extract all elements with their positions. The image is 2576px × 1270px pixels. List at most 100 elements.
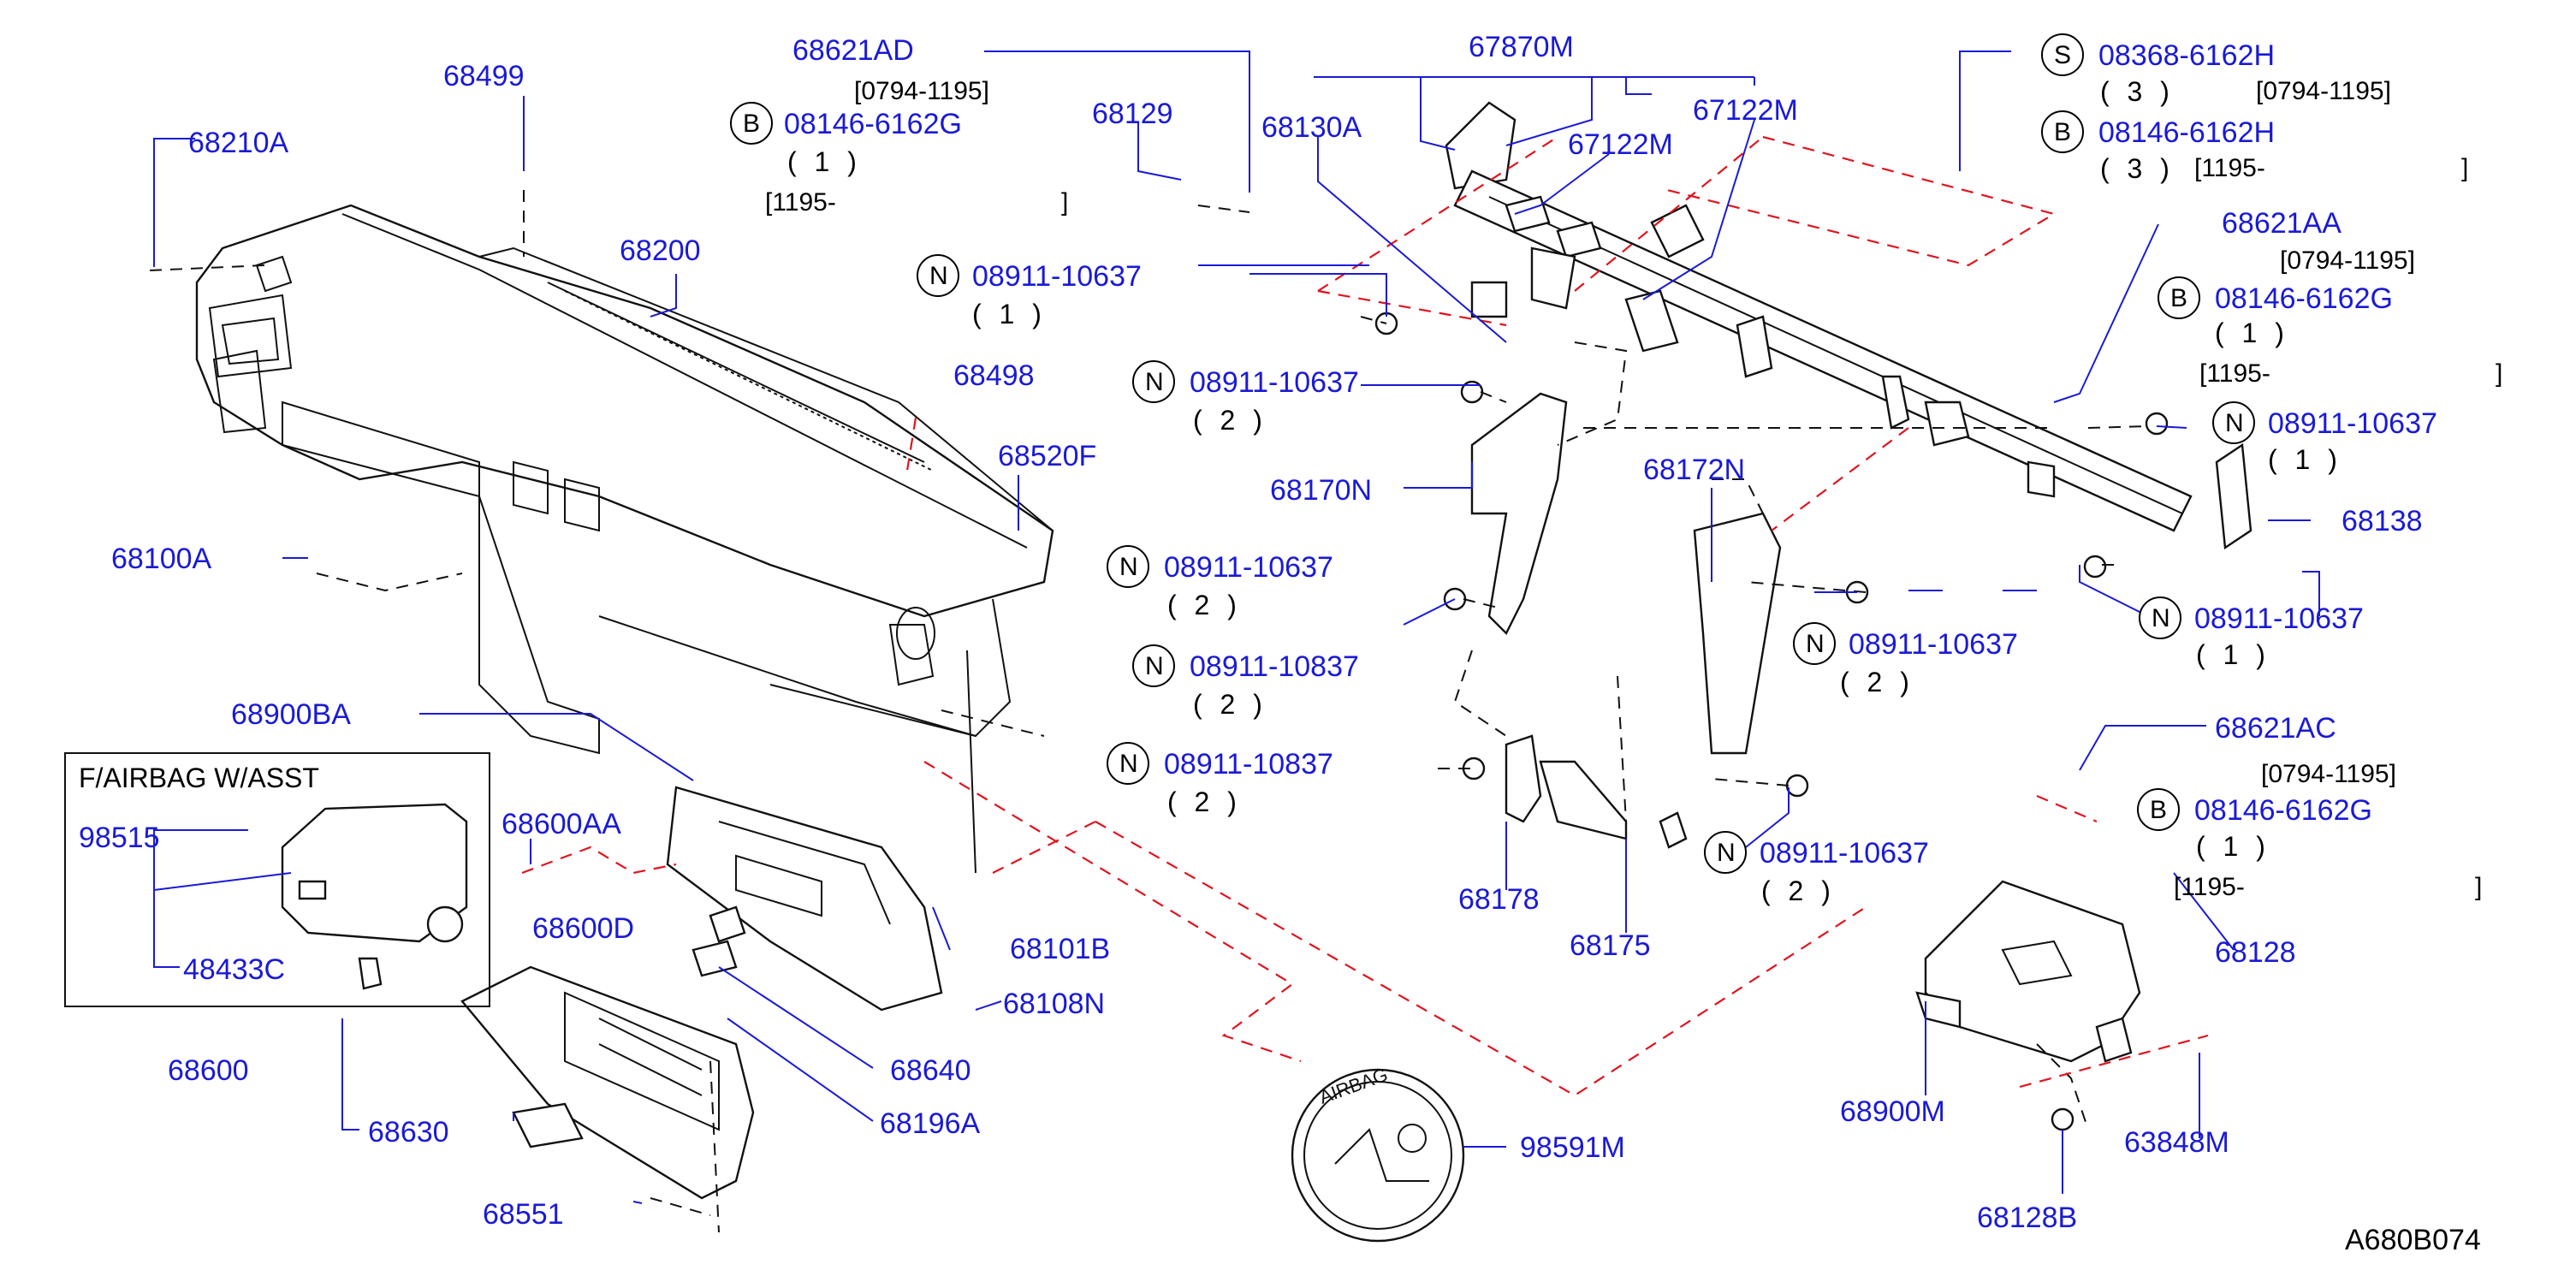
- part-labels: 68621AD 68499 68210A 68129 68130A 67870M…: [79, 31, 2423, 1234]
- date-b-ac-b-end: ]: [2475, 873, 2482, 901]
- label-67870M: 67870M: [1469, 31, 1574, 63]
- prefix-n8: N: [1806, 630, 1825, 658]
- label-68130A: 68130A: [1261, 111, 1362, 144]
- qty-b-aa: ( 1 ): [2215, 318, 2289, 348]
- fastener-n3: 08911-10637: [1164, 551, 1333, 584]
- label-68630: 68630: [368, 1116, 449, 1148]
- label-68138: 68138: [2342, 505, 2423, 537]
- label-68498: 68498: [953, 359, 1035, 392]
- label-68640: 68640: [890, 1054, 971, 1087]
- date-b-aa-a: [0794-1195]: [2280, 246, 2415, 275]
- fastener-labels: [0794-1195] 08146-6162G ( 1 ) [1195- ] 0…: [765, 39, 2502, 906]
- inset-title: F/AIRBAG W/ASST: [79, 763, 319, 793]
- fastener-n4: 08911-10837: [1190, 650, 1359, 683]
- date-s-top: [0794-1195]: [2256, 77, 2391, 105]
- label-68100A: 68100A: [111, 543, 212, 575]
- prefix-n4: N: [1145, 652, 1164, 680]
- qty-n1: ( 1 ): [972, 299, 1047, 329]
- fastener-n2: 08911-10637: [1190, 366, 1359, 399]
- diagram-code: A680B074: [2345, 1224, 2481, 1256]
- label-68900BA: 68900BA: [231, 698, 351, 731]
- fastener-b-left: 08146-6162G: [784, 108, 962, 140]
- brackets-drawing: [1374, 312, 2169, 1131]
- date-b-left-b-end: ]: [1061, 188, 1068, 217]
- qty-n4: ( 2 ): [1193, 689, 1267, 720]
- prefix-b-aa: B: [2170, 284, 2187, 312]
- airbag-module-drawing: [1915, 880, 2141, 1063]
- date-b-left-b: [1195-: [765, 188, 836, 217]
- airbag-warning-label: AIRBAG: [1291, 1064, 1465, 1243]
- fastener-n7: 08911-10637: [2194, 602, 2364, 635]
- label-67122M-a: 67122M: [1568, 128, 1673, 161]
- date-b-aa-b-end: ]: [2496, 359, 2502, 388]
- prefix-n6: N: [2225, 409, 2244, 437]
- fastener-n8: 08911-10637: [1849, 628, 2018, 661]
- prefix-n7: N: [2152, 604, 2170, 632]
- qty-b-left: ( 1 ): [787, 146, 862, 177]
- fastener-n9: 08911-10637: [1760, 837, 1929, 869]
- label-68210A: 68210A: [188, 127, 289, 159]
- label-68128B: 68128B: [1977, 1202, 2077, 1234]
- fastener-n6: 08911-10637: [2268, 407, 2437, 440]
- prefix-b-left: B: [743, 110, 760, 138]
- label-68101B: 68101B: [1010, 933, 1110, 965]
- label-68175: 68175: [1570, 929, 1651, 962]
- prefix-b-ac: B: [2150, 796, 2167, 824]
- label-68621AC: 68621AC: [2215, 712, 2336, 745]
- qty-n3: ( 2 ): [1167, 590, 1242, 620]
- date-b-left-a: [0794-1195]: [854, 77, 989, 105]
- date-b-ac-a: [0794-1195]: [2261, 760, 2396, 788]
- prefix-s-top: S: [2054, 41, 2071, 69]
- label-68200: 68200: [620, 234, 701, 267]
- prefix-n9: N: [1717, 839, 1736, 867]
- label-68551: 68551: [483, 1198, 564, 1231]
- date-b-top-end: ]: [2461, 154, 2468, 182]
- label-68600D: 68600D: [532, 912, 634, 945]
- label-68499: 68499: [443, 60, 525, 92]
- leader-lines: [153, 50, 2320, 1204]
- prefix-b-top: B: [2054, 118, 2071, 146]
- label-68128: 68128: [2215, 936, 2296, 969]
- label-68108N: 68108N: [1003, 988, 1105, 1020]
- date-b-ac-b: [1195-: [2174, 873, 2245, 901]
- prefix-circles: B N N N N N S B B N N N N B: [730, 33, 2255, 874]
- qty-n9: ( 2 ): [1761, 875, 1836, 906]
- label-68621AA: 68621AA: [2222, 207, 2342, 240]
- dashed-leaders: [149, 190, 2149, 1233]
- inset-airbag-box: F/AIRBAG W/ASST: [64, 752, 490, 1007]
- instrument-panel-drawing: [195, 204, 1054, 874]
- qty-b-ac: ( 1 ): [2196, 831, 2270, 862]
- fastener-s-top: 08368-6162H: [2098, 39, 2275, 72]
- steering-member-drawing: [1445, 101, 2253, 550]
- label-63848M: 63848M: [2124, 1126, 2229, 1159]
- red-dashed-leaders: [521, 135, 2209, 1097]
- qty-n7: ( 1 ): [2196, 639, 2270, 670]
- date-b-aa-b: [1195-: [2199, 359, 2270, 388]
- qty-n2: ( 2 ): [1193, 405, 1267, 436]
- prefix-n5: N: [1119, 750, 1138, 778]
- label-68520F: 68520F: [998, 440, 1096, 472]
- fastener-b-ac: 08146-6162G: [2194, 794, 2372, 827]
- fastener-b-top: 08146-6162H: [2098, 116, 2275, 149]
- label-68600: 68600: [168, 1054, 249, 1087]
- fastener-n5: 08911-10837: [1164, 748, 1333, 780]
- prefix-n2: N: [1145, 368, 1164, 396]
- label-68600AA: 68600AA: [502, 808, 621, 840]
- label-48433C: 48433C: [183, 953, 285, 986]
- prefix-n1: N: [929, 262, 948, 290]
- prefix-n3: N: [1119, 553, 1138, 581]
- label-68621AD: 68621AD: [792, 34, 914, 67]
- label-68170N: 68170N: [1270, 474, 1372, 507]
- qty-n8: ( 2 ): [1840, 667, 1914, 697]
- label-98591M: 98591M: [1520, 1131, 1625, 1164]
- qty-s-top: ( 3 ): [2100, 76, 2175, 107]
- qty-n5: ( 2 ): [1167, 786, 1242, 817]
- label-68196A: 68196A: [880, 1107, 981, 1140]
- glove-box-drawing: [460, 786, 943, 1200]
- label-68178: 68178: [1458, 883, 1540, 916]
- date-b-top: [1195-: [2194, 154, 2265, 182]
- fastener-n1: 08911-10637: [972, 260, 1142, 293]
- label-98515: 98515: [79, 822, 160, 854]
- label-68900M: 68900M: [1840, 1095, 1945, 1128]
